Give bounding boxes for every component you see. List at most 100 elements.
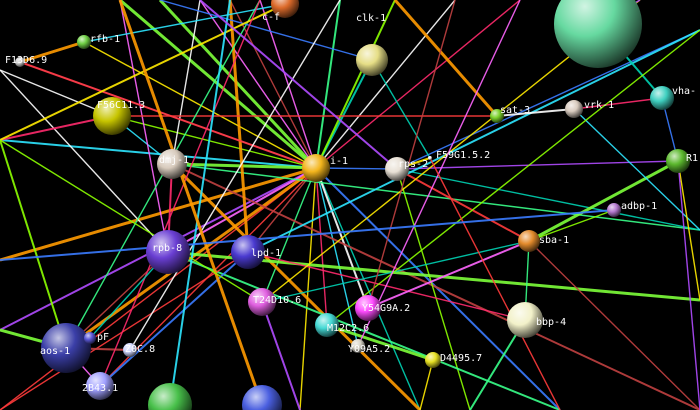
graph-edge	[429, 157, 561, 410]
graph-edge	[99, 0, 261, 387]
graph-edge	[0, 69, 169, 253]
node-sphere-n12[interactable]	[302, 154, 330, 182]
node-label: M12C2.6	[327, 323, 369, 334]
node-label: F13D6.9	[5, 55, 47, 66]
graph-edge	[0, 115, 113, 141]
graph-edge	[228, 0, 250, 253]
node-sphere-n07[interactable]	[650, 86, 674, 110]
node-sphere-n30[interactable]	[242, 385, 282, 410]
graph-edge	[159, 0, 373, 61]
graph-edge	[0, 251, 249, 410]
node-sphere-n27[interactable]	[425, 352, 441, 368]
node-sphere-n16[interactable]	[146, 230, 190, 274]
node-label: R1	[686, 153, 698, 164]
node-sphere-n26[interactable]	[123, 343, 137, 357]
graph-edge	[315, 0, 521, 169]
graph-edge	[171, 163, 700, 231]
node-label: clk-1	[356, 13, 386, 24]
graph-edge	[396, 160, 679, 170]
node-sphere-n23[interactable]	[507, 302, 543, 338]
graph-edge	[528, 159, 679, 243]
node-layer	[15, 0, 690, 410]
node-sphere-n05[interactable]	[356, 44, 388, 76]
graph-edge	[0, 139, 67, 349]
node-sphere-n14[interactable]	[428, 156, 432, 160]
node-label: F59G1.5.2	[436, 150, 490, 161]
node-label: rps-2	[398, 159, 428, 170]
node-label: D4495.7	[440, 353, 482, 364]
node-sphere-n29[interactable]	[148, 383, 192, 410]
graph-edge	[326, 29, 700, 326]
graph-edge	[158, 0, 318, 170]
node-label: c-f	[262, 12, 280, 23]
node-sphere-n08[interactable]	[490, 109, 504, 123]
graph-edge	[367, 240, 530, 309]
node-label: sat-3	[500, 105, 530, 116]
node-label: i-1	[330, 156, 348, 167]
graph-edge	[167, 167, 317, 253]
node-sphere-n10[interactable]	[666, 149, 690, 173]
graph-edge	[261, 301, 301, 410]
node-label: rfb-1	[90, 34, 120, 45]
node-sphere-n17[interactable]	[231, 235, 265, 269]
graph-edge	[299, 167, 317, 410]
node-sphere-n22[interactable]	[351, 339, 365, 353]
node-sphere-n04[interactable]	[271, 0, 299, 18]
node-sphere-n24[interactable]	[41, 323, 91, 373]
graph-edge	[259, 0, 317, 169]
graph-edge	[396, 29, 700, 170]
graph-edge	[528, 240, 700, 410]
graph-edge	[315, 167, 421, 410]
node-label: Y54G9A.2	[362, 303, 410, 314]
graph-edge	[83, 3, 286, 43]
graph-edge	[0, 209, 615, 261]
graph-edge	[199, 0, 317, 169]
graph-edge	[677, 160, 700, 410]
graph-edge	[171, 0, 201, 165]
graph-edge	[528, 209, 615, 242]
node-sphere-n13[interactable]	[385, 157, 409, 181]
node-label: 2B43.1	[82, 383, 118, 394]
node-sphere-n01[interactable]	[15, 57, 25, 67]
node-sphere-n18[interactable]	[518, 230, 540, 252]
node-label: pF	[97, 332, 109, 343]
graph-edge	[118, 0, 264, 406]
node-sphere-n28[interactable]	[86, 372, 114, 400]
node-label: dmj-1	[159, 155, 189, 166]
graph-edge	[315, 0, 396, 169]
node-sphere-n15[interactable]	[607, 203, 621, 217]
graph-edge	[315, 167, 359, 347]
graph-edge	[419, 359, 434, 410]
graph-edge	[19, 61, 317, 169]
node-label: Y09A5.2	[348, 344, 390, 355]
node-sphere-n06[interactable]	[554, 0, 642, 68]
graph-edge	[315, 0, 341, 169]
graph-edge	[19, 40, 85, 64]
node-sphere-n03[interactable]	[93, 97, 131, 135]
node-sphere-n11[interactable]	[157, 149, 187, 179]
graph-edge	[0, 139, 317, 169]
node-label: vrk-1	[584, 100, 614, 111]
graph-edge	[0, 166, 317, 262]
node-sphere-n19[interactable]	[248, 288, 276, 316]
node-label: F56C11.3	[97, 100, 145, 111]
node-sphere-n21[interactable]	[315, 313, 339, 337]
graph-edge	[199, 0, 398, 170]
node-label: rpb-8	[152, 243, 182, 254]
graph-edge	[129, 0, 341, 351]
graph-edge	[99, 251, 249, 387]
graph-edge	[171, 163, 700, 410]
graph-edge	[170, 162, 422, 410]
graph-edge	[0, 167, 317, 410]
node-sphere-n09[interactable]	[565, 100, 583, 118]
node-label: adbp-1	[621, 201, 657, 212]
node-sphere-n02[interactable]	[77, 35, 91, 49]
node-label: sba-1	[539, 235, 569, 246]
node-sphere-n20[interactable]	[355, 295, 381, 321]
graph-edge	[371, 59, 431, 159]
graph-edge	[83, 41, 317, 169]
node-sphere-n25[interactable]	[84, 332, 96, 344]
